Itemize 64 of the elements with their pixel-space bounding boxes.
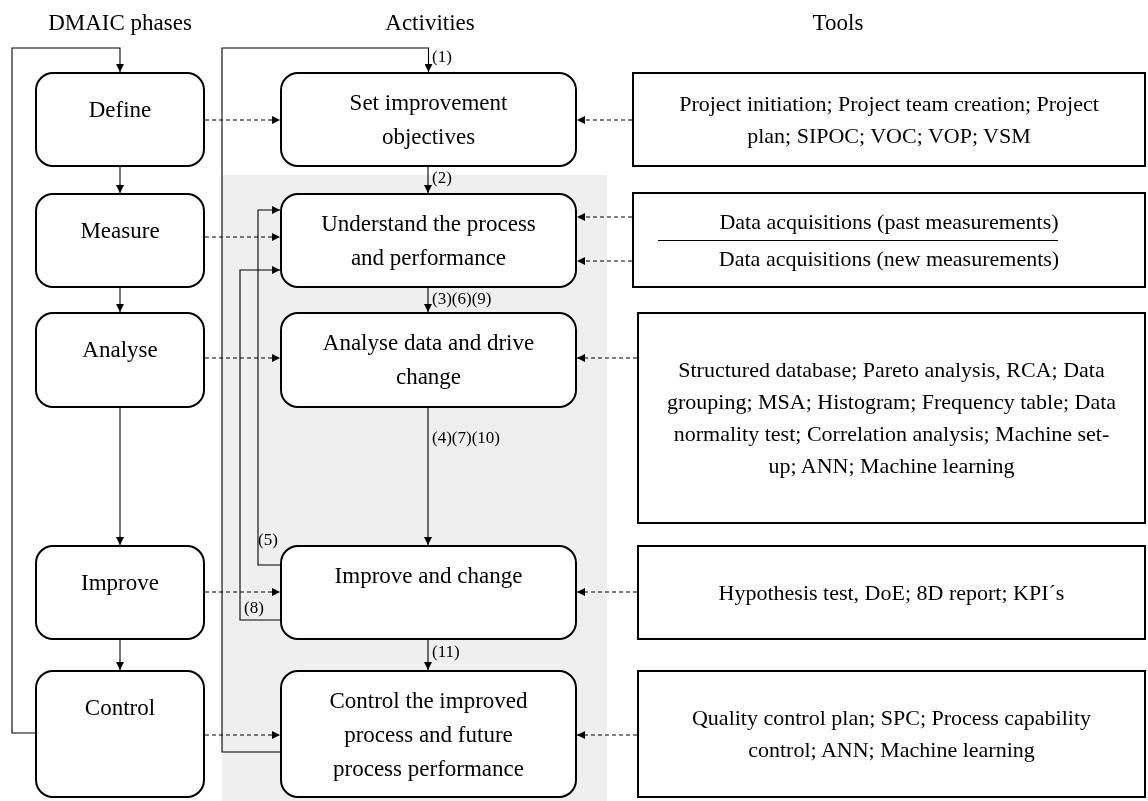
box-text: Control the improved process and future process performance (328, 687, 529, 783)
arrow (424, 166, 432, 194)
box-text: Data acquisitions (past measurements) (719, 207, 1059, 236)
tools-box (637, 670, 1146, 798)
dashed-arrow (576, 731, 638, 739)
tools-box (637, 312, 1146, 524)
arrow (116, 166, 124, 194)
arrow (11, 47, 124, 734)
box-text: Measure (80, 217, 160, 245)
arrow (116, 407, 124, 546)
arrow (424, 287, 432, 313)
box-text: Set improvement objectives (348, 89, 509, 151)
dashed-arrow (576, 588, 638, 596)
process-box (280, 193, 577, 288)
box-text: Improve (81, 569, 159, 597)
box-text: Improve and change (334, 562, 523, 590)
edge-label: (1) (432, 47, 452, 67)
edge-label: (3)(6)(9) (432, 289, 492, 309)
arrow (257, 206, 281, 566)
process-box (280, 312, 577, 408)
box-text: Data acquisitions (new measurements) (718, 244, 1060, 273)
process-box (35, 193, 205, 288)
box-text: Control (84, 694, 156, 722)
column-heading: DMAIC phases (47, 9, 193, 37)
process-box (35, 312, 205, 408)
arrow (116, 287, 124, 313)
dashed-arrow (576, 257, 633, 265)
dashed-arrow (576, 354, 638, 362)
column-heading: Tools (811, 9, 865, 37)
process-box (35, 670, 205, 798)
arrow (239, 266, 281, 621)
process-box (280, 545, 577, 640)
dashed-arrow (576, 213, 633, 221)
box-text: Analyse data and drive change (321, 329, 536, 391)
process-box (35, 545, 205, 640)
edge-label: (8) (244, 598, 264, 618)
box-text: Analyse (82, 336, 158, 364)
arrow (221, 47, 433, 753)
arrow (424, 407, 432, 546)
box-text: Understand the process and performance (320, 210, 537, 272)
edge-label: (4)(7)(10) (432, 428, 500, 448)
arrow (116, 639, 124, 671)
arrow (424, 639, 432, 671)
dashed-arrow (204, 116, 281, 124)
box-text: Structured database; Pareto analysis, RCA; Data grouping; MSA; Histogram; Frequency table; Data normality test; Correlation analysis; Machine set-up; ANN; Machine learning (665, 356, 1118, 480)
dashed-arrow (204, 588, 281, 596)
process-box (35, 72, 205, 167)
box-text: Hypothesis test, DoE; 8D report; KPI´s (718, 578, 1065, 607)
edge-label: (11) (432, 642, 460, 662)
dashed-arrow (204, 354, 281, 362)
edge-label: (2) (432, 168, 452, 188)
process-box (280, 72, 577, 167)
tools-box (632, 72, 1146, 167)
box-text: Quality control plan; SPC; Process capability control; ANN; Machine learning (691, 704, 1092, 764)
tools-box (637, 545, 1146, 640)
box-text: Define (88, 96, 152, 124)
dashed-arrow (204, 731, 281, 739)
process-box (280, 670, 577, 798)
dashed-arrow (204, 233, 281, 241)
dashed-arrow (576, 116, 633, 124)
column-heading: Activities (384, 9, 476, 37)
edge-label: (5) (258, 530, 278, 550)
tools-box (632, 192, 1146, 288)
box-text: Project initiation; Project team creation; Project plan; SIPOC; VOC; VOP; VSM (678, 89, 1100, 150)
